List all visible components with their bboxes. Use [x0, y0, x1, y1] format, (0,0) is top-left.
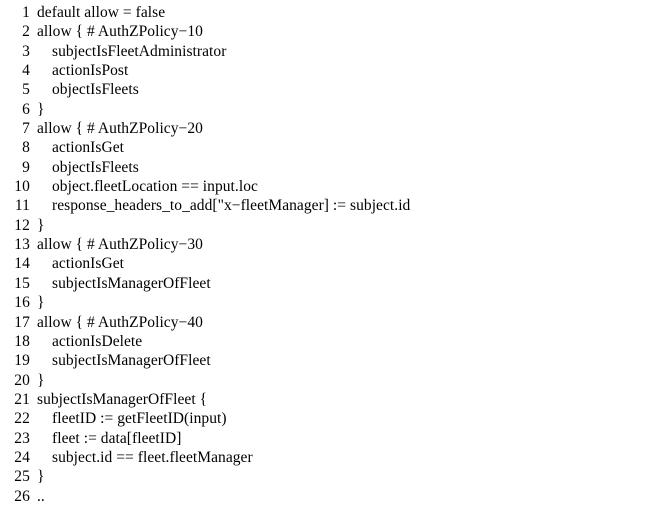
code-line: 1 default allow = false [0, 3, 655, 22]
line-number: 19 [14, 352, 30, 370]
line-text: subject.id == fleet.fleetManager [52, 448, 253, 466]
line-number: 21 [14, 390, 30, 408]
line-number: 9 [22, 158, 30, 176]
code-line: 12} [0, 216, 655, 235]
line-text: } [37, 371, 45, 389]
code-line: 7 allow { # AuthZPolicy−20 [0, 119, 655, 138]
line-number: 16 [14, 294, 30, 312]
line-number: 23 [14, 429, 30, 447]
line-text: subjectIsManagerOfFleet [52, 274, 211, 292]
line-text: objectIsFleets [52, 81, 139, 99]
line-text: object.fleetLocation == input.loc [52, 178, 258, 196]
code-line: 4 actionIsPost [0, 61, 655, 80]
code-line: 21 subjectIsManagerOfFleet { [0, 390, 655, 409]
line-number: 11 [14, 197, 30, 215]
line-number: 18 [14, 332, 30, 350]
code-line: 17 allow { # AuthZPolicy−40 [0, 313, 655, 332]
line-number: 8 [22, 139, 30, 157]
line-number: 15 [14, 274, 30, 292]
code-line: 16} [0, 293, 655, 312]
line-text: allow { # AuthZPolicy−20 [37, 120, 203, 138]
line-number: 10 [14, 178, 30, 196]
line-number: 17 [14, 313, 30, 331]
line-number: 22 [14, 410, 30, 428]
line-text: response_headers_to_add["x−fleetManager]… [52, 197, 411, 215]
code-line: 9 objectIsFleets [0, 158, 655, 177]
line-text: } [37, 294, 45, 312]
code-line: 11 response_headers_to_add["x−fleetManage… [0, 196, 655, 215]
line-number: 1 [22, 4, 30, 21]
code-line: 3 subjectIsFleetAdministrator [0, 42, 655, 61]
line-text: allow { # AuthZPolicy−40 [37, 313, 203, 331]
code-line: 8 actionIsGet [0, 138, 655, 157]
line-number: 20 [14, 371, 30, 389]
code-line: 2 allow { # AuthZPolicy−10 [0, 22, 655, 41]
line-text: actionIsPost [52, 62, 129, 80]
line-text: fleet := data[fleetID] [52, 429, 182, 447]
line-text: fleetID := getFleetID(input) [52, 410, 227, 428]
line-text: } [37, 100, 45, 118]
line-text: .. [37, 487, 45, 505]
line-number: 25 [14, 468, 30, 486]
line-text: subjectIsFleetAdministrator [52, 42, 227, 60]
code-line: 25} [0, 467, 655, 486]
line-number: 6 [22, 100, 30, 118]
code-line: 14 actionIsGet [0, 254, 655, 273]
code-line: 18 actionIsDelete [0, 332, 655, 351]
code-line: 26.. [0, 487, 655, 505]
line-text: allow { # AuthZPolicy−30 [37, 236, 203, 254]
code-line: 19 subjectIsManagerOfFleet [0, 351, 655, 370]
code-line: 5 objectIsFleets [0, 80, 655, 99]
line-number: 7 [22, 120, 30, 138]
line-number: 14 [14, 255, 30, 273]
code-line: 22 fleetID := getFleetID(input) [0, 409, 655, 428]
line-text: } [37, 216, 45, 234]
code-line: 23 fleet := data[fleetID] [0, 429, 655, 448]
code-line: 13 allow { # AuthZPolicy−30 [0, 235, 655, 254]
line-number: 5 [22, 81, 30, 99]
line-text: actionIsDelete [52, 332, 143, 350]
line-number: 4 [22, 62, 30, 80]
line-number: 2 [22, 23, 30, 41]
code-line: 24 subject.id == fleet.fleetManager [0, 448, 655, 467]
line-number: 3 [22, 42, 30, 60]
line-text: allow { # AuthZPolicy−10 [37, 23, 203, 41]
line-number: 24 [14, 448, 30, 466]
line-text: actionIsGet [52, 255, 124, 273]
line-text: } [37, 468, 45, 486]
line-number: 26 [14, 487, 30, 505]
line-text: actionIsGet [52, 139, 124, 157]
line-number: 12 [14, 216, 30, 234]
code-line: 6} [0, 100, 655, 119]
line-text: objectIsFleets [52, 158, 139, 176]
line-text: subjectIsManagerOfFleet { [37, 390, 208, 408]
code-line: 10 object.fleetLocation == input.loc [0, 177, 655, 196]
code-line: 15 subjectIsManagerOfFleet [0, 274, 655, 293]
code-line: 20} [0, 371, 655, 390]
line-text: default allow = false [37, 4, 166, 21]
line-number: 13 [14, 236, 30, 254]
line-text: subjectIsManagerOfFleet [52, 352, 211, 370]
